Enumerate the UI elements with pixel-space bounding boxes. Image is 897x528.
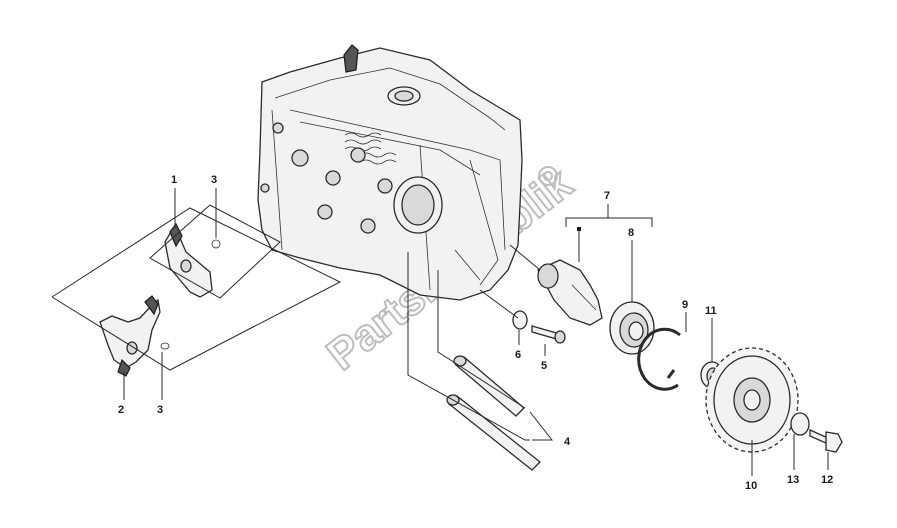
gear-icon — [538, 166, 558, 186]
rocker-group-bracket — [51, 204, 342, 371]
washer-13 — [790, 412, 810, 436]
callout-8: 8 — [628, 227, 634, 239]
callout-12: 12 — [821, 474, 833, 486]
valve-spring — [344, 132, 397, 165]
callout-11: 11 — [705, 305, 717, 317]
callout-6: 6 — [515, 349, 521, 361]
cam-sprocket — [705, 347, 799, 453]
callout-leaders — [123, 188, 829, 476]
callout-3-lower: 3 — [157, 404, 163, 416]
callout-1: 1 — [171, 174, 177, 186]
callout-13: 13 — [787, 474, 799, 486]
callout-5: 5 — [541, 360, 547, 372]
bolt-5 — [531, 325, 566, 344]
callout-10: 10 — [745, 480, 757, 492]
camshaft-marker — [577, 227, 581, 231]
callout-labels: 1 2 3 3 4 5 6 7 8 9 10 11 12 13 — [118, 174, 833, 492]
washer-6 — [512, 310, 528, 330]
camshaft — [537, 259, 603, 326]
callout-9: 9 — [682, 299, 688, 311]
bolt-12 — [809, 428, 843, 453]
circlip-tab — [666, 369, 676, 379]
callout-4: 4 — [564, 436, 571, 448]
rocker-shaft — [446, 355, 541, 471]
washer-upper — [211, 239, 221, 249]
leader-line — [479, 289, 519, 319]
callout-2: 2 — [118, 404, 124, 416]
circlip — [637, 327, 681, 391]
bearing — [609, 301, 655, 355]
cylinder-head — [257, 44, 523, 301]
rocker-arm-lower — [99, 295, 161, 377]
leader-line — [509, 244, 541, 271]
callout-7: 7 — [604, 190, 610, 202]
rocker-arm-upper — [164, 222, 213, 298]
callout-3-upper: 3 — [211, 174, 217, 186]
leader-line — [437, 270, 526, 409]
leader-line — [407, 252, 530, 441]
washer-lower — [160, 342, 170, 350]
